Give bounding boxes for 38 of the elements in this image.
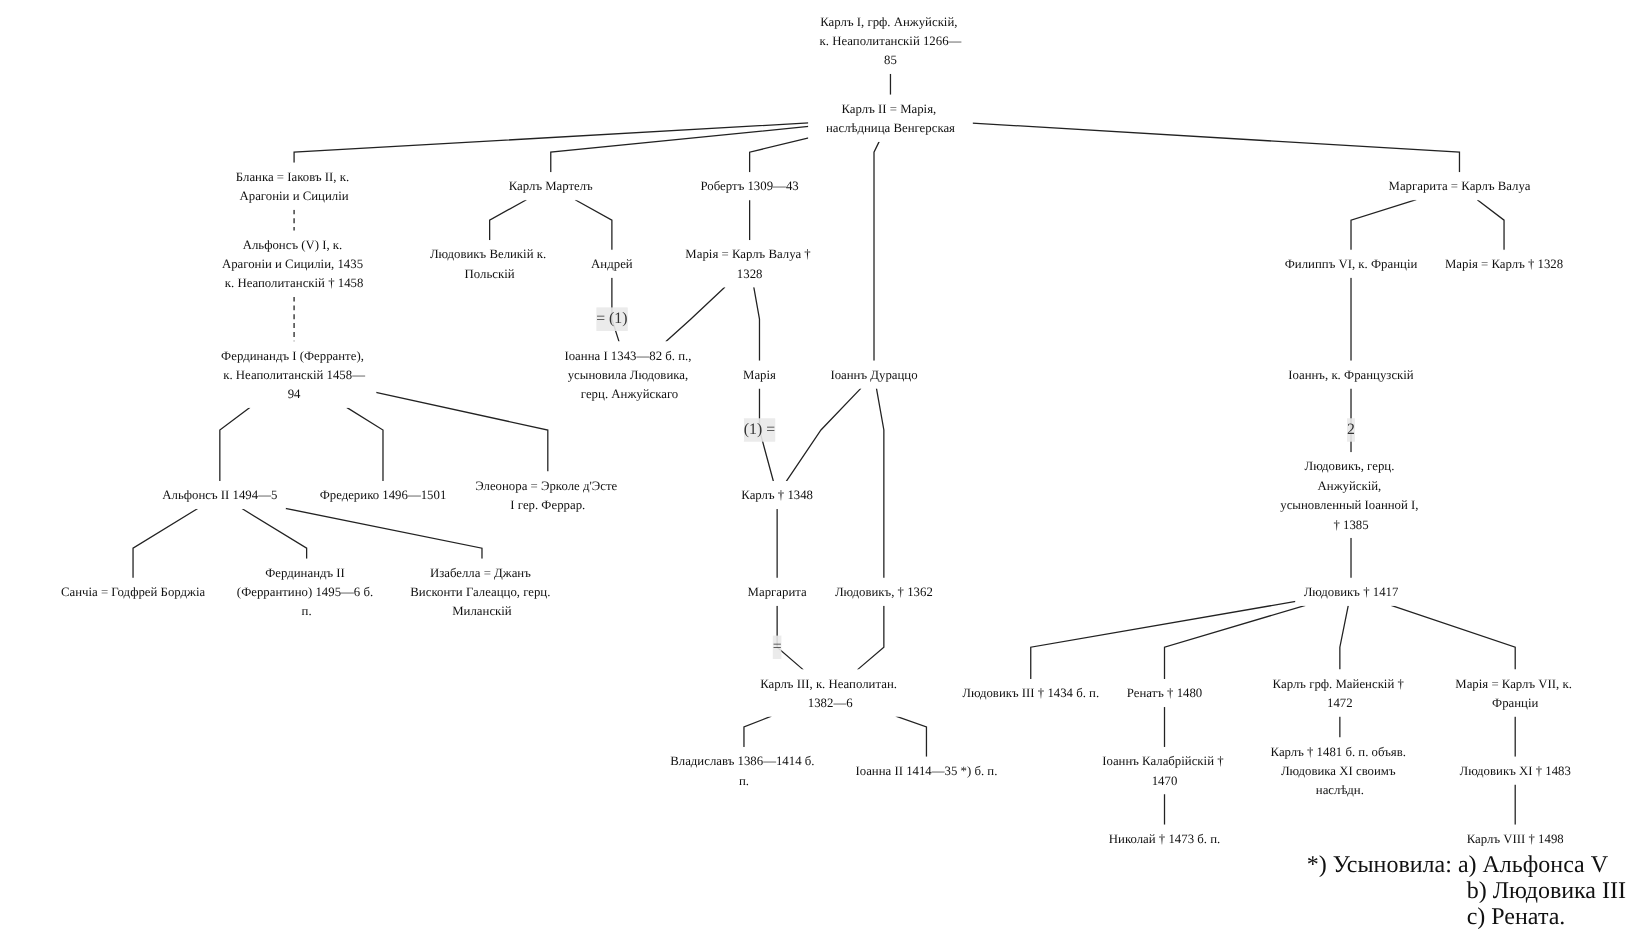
connector [873,140,880,362]
connector [971,122,1461,174]
connector [375,391,549,473]
connector [1163,705,1166,749]
connector [293,208,295,232]
connector [749,199,751,242]
connector [875,387,885,579]
footnote-text: b) Людовика III [1466,878,1626,904]
connector [1030,600,1297,681]
footnote-text: *) Усыновила: a) Альфонса V [1306,852,1611,878]
connector [856,604,885,671]
connector [1476,199,1505,251]
connector [785,387,862,483]
connector [1163,604,1307,681]
connector [1514,783,1516,826]
connector [889,72,892,96]
connector [489,199,528,242]
connector [753,286,761,362]
connector [1390,604,1516,671]
connector [1339,715,1341,739]
connector [293,122,810,164]
connector [132,507,199,579]
connector [241,507,308,560]
connector [1350,536,1352,579]
connector [1350,199,1417,251]
footnote-text: c) Рената. [1464,904,1566,930]
connector [550,125,810,174]
connector [749,137,810,174]
connector [284,507,483,560]
connector [1163,793,1166,826]
connector [776,507,778,579]
connector [665,286,726,343]
connector [776,604,804,671]
connector [219,406,251,483]
connector [1350,276,1352,362]
connector [293,295,295,343]
connector [1514,715,1516,758]
connector [1339,604,1349,671]
